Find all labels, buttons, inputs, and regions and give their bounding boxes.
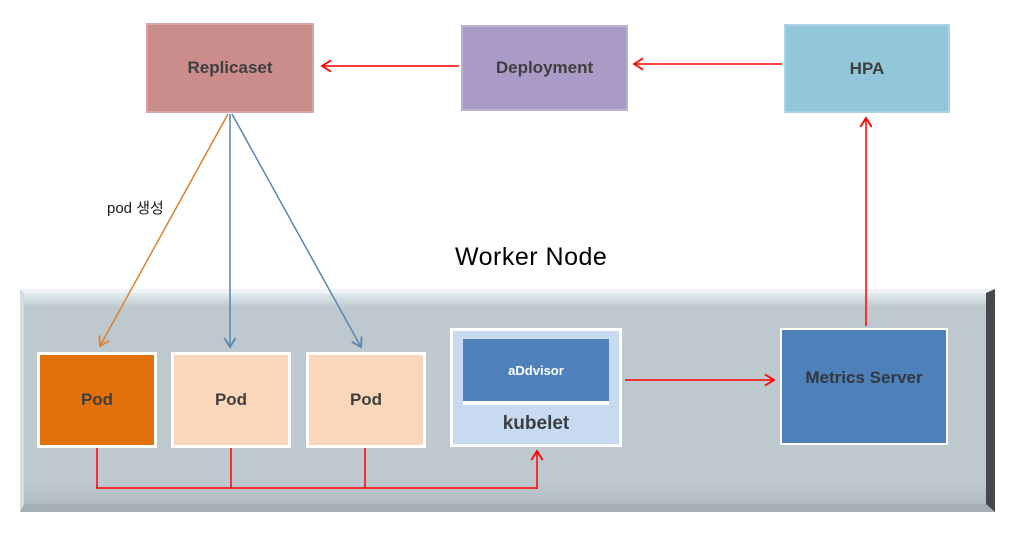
node-deployment: Deployment: [461, 25, 628, 111]
node-pod-3: Pod: [306, 352, 426, 448]
advisor-label: aDdvisor: [508, 362, 564, 378]
hpa-label: HPA: [849, 58, 885, 78]
replicaset-label: Replicaset: [187, 58, 273, 77]
pod-3-label: Pod: [349, 390, 383, 409]
pod-2-label: Pod: [214, 390, 248, 409]
node-replicaset: Replicaset: [146, 23, 314, 113]
node-metrics-server: Metrics Server: [780, 328, 948, 445]
pod-creation-annotation: pod 생성: [107, 200, 164, 217]
kubelet-label: kubelet: [502, 413, 570, 434]
node-pod-2: Pod: [171, 352, 291, 448]
deployment-label: Deployment: [495, 58, 594, 77]
metrics-server-label: Metrics Server: [805, 367, 923, 387]
worker-node-title: Worker Node: [455, 243, 608, 271]
node-hpa: HPA: [784, 24, 950, 113]
node-advisor: aDdvisor: [463, 339, 609, 405]
node-pod-1: Pod: [37, 352, 157, 448]
pod-1-label: Pod: [80, 390, 114, 409]
node-kubelet: aDdvisor kubelet: [450, 328, 622, 447]
